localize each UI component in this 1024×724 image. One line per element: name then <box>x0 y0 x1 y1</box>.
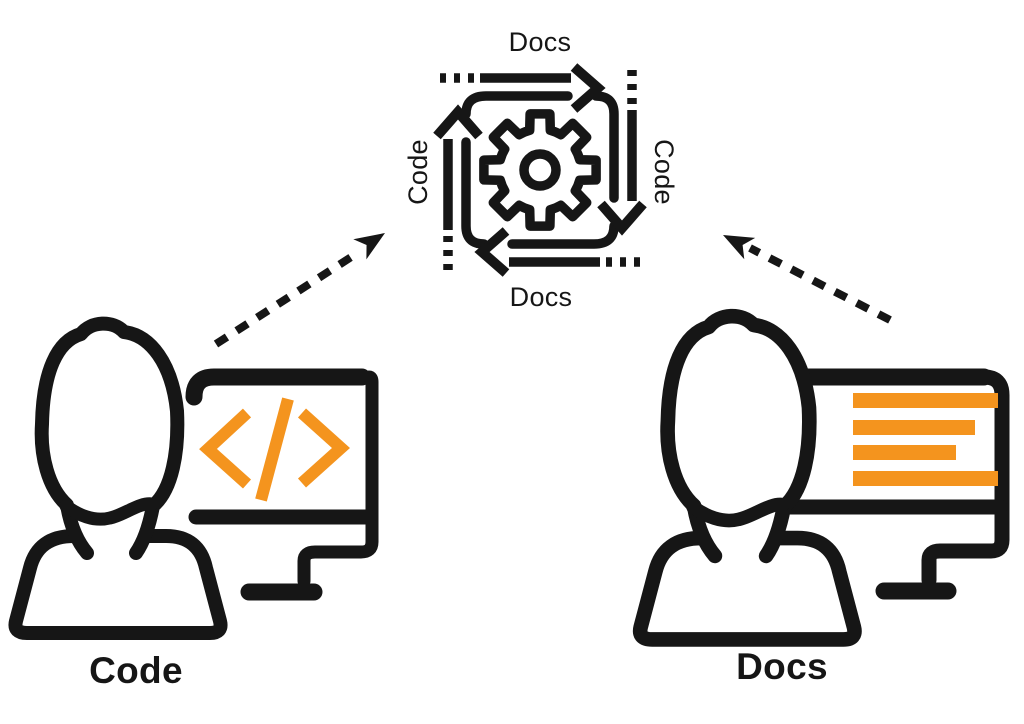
person-body <box>632 530 862 647</box>
dashed-line <box>213 248 362 348</box>
doc-line <box>853 393 998 408</box>
cycle-corner-bottom-right <box>507 221 619 249</box>
monitor-top-bezel <box>185 368 371 406</box>
arrowhead <box>723 235 756 260</box>
cycle-corner-bottom-left <box>461 137 489 249</box>
cycle-arrowhead-left <box>474 227 510 277</box>
person-hair-nape <box>686 497 790 528</box>
writer-figure <box>632 308 862 647</box>
left-dashed-arrow-icon <box>213 233 385 348</box>
cycle-label-top: Docs <box>508 27 572 57</box>
cycle-arrowhead-down <box>597 200 647 236</box>
code-brackets-icon <box>199 397 350 502</box>
dashed-line <box>748 244 892 324</box>
arrowhead <box>353 233 385 260</box>
person-head-outline <box>34 316 185 560</box>
cycle-label-right: Code <box>649 139 679 205</box>
monitor-right-edge-and-stand <box>921 369 1010 588</box>
left-actor-caption: Code <box>89 650 183 691</box>
cycle-arrowhead-up <box>433 104 483 140</box>
cycle-label-left: Code <box>403 139 433 205</box>
doc-line <box>853 420 975 435</box>
right-dashed-arrow-icon <box>723 235 892 324</box>
sync-cycle-icon <box>433 63 647 277</box>
gear-hole <box>519 149 561 191</box>
person-head-outline <box>660 308 817 564</box>
monitor-right-edge-and-stand <box>297 370 379 588</box>
slash <box>255 397 294 502</box>
right-actor-caption: Docs <box>736 646 828 687</box>
code-monitor <box>185 368 379 601</box>
doc-lines-icon <box>853 393 998 486</box>
doc-line <box>853 471 998 486</box>
cycle-corner-top-left <box>461 91 573 119</box>
person-hair-nape <box>59 497 159 526</box>
cycle-corner-top-right <box>591 91 619 203</box>
person-body <box>8 529 228 640</box>
cycle-label-bottom: Docs <box>509 282 573 312</box>
doc-line <box>853 445 956 460</box>
developer-figure <box>8 316 228 640</box>
cycle-arrowhead-right <box>570 63 606 113</box>
person-head-fill <box>41 323 178 553</box>
left-angle-bracket <box>199 408 252 489</box>
person-head-fill <box>667 316 810 556</box>
right-angle-bracket <box>297 408 350 488</box>
